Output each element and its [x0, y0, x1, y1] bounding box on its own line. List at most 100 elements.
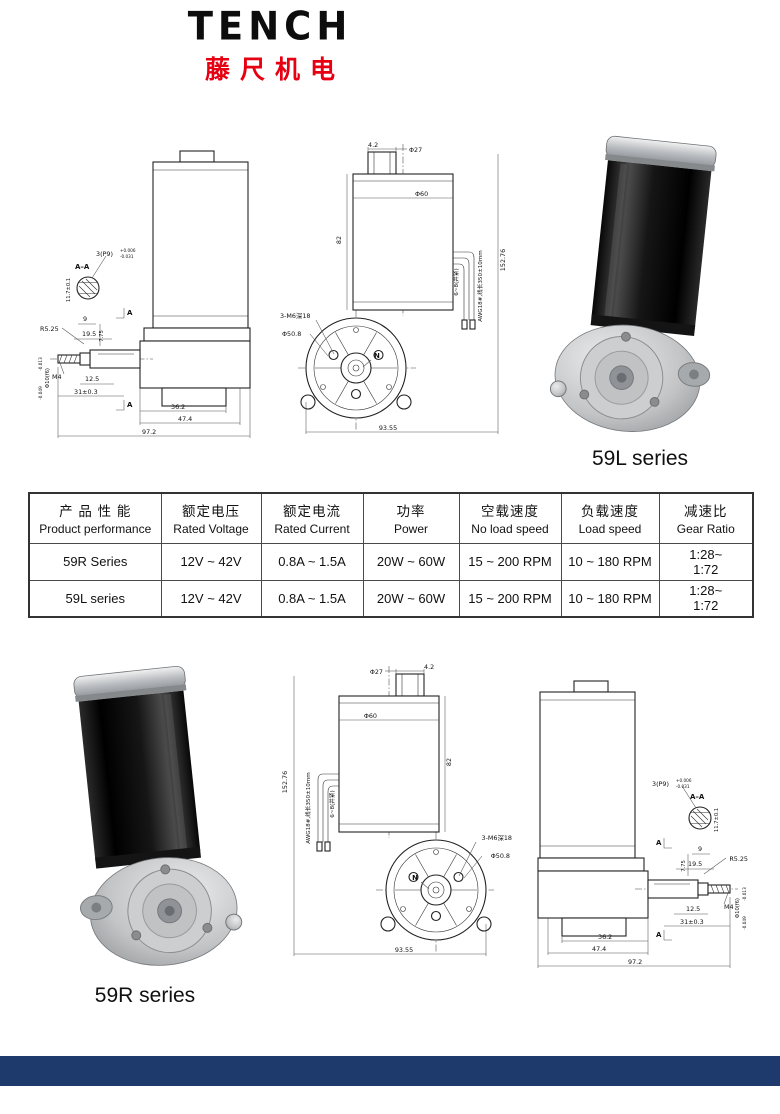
dim-phi50-8: Φ50.8: [282, 330, 301, 338]
dim-19-5: 19.5: [688, 860, 702, 868]
cell-power: 20W ~ 60W: [362, 542, 460, 581]
cell-series: 59R Series: [28, 542, 162, 581]
drawing-59l-front-view: 4.2 Φ27 Φ60 82 6~8(并紧) AWG18#,线长350±10mm…: [280, 141, 507, 434]
wire-bundle-note: 6~8(并紧): [328, 790, 336, 817]
drawing-59r-side-view: A–A 3(P9) +0.006 -0.031 11.7±0.1 9 R5.25…: [537, 680, 748, 968]
dim-19-5: 19.5: [82, 330, 96, 338]
dim-9: 9: [698, 845, 702, 853]
dim-9: 9: [83, 315, 87, 323]
dim-m4: M4: [724, 903, 734, 911]
dim-pin-tol-lower: -0.031: [120, 254, 134, 259]
dim-r5-25: R5.25: [729, 855, 748, 863]
motor-photo-group: [549, 135, 717, 432]
dim-36-2: 36.2: [598, 933, 612, 941]
dim-shaft-tol-upper: -0.013: [38, 357, 43, 371]
cell-gear-ratio: 1:28~ 1:72: [658, 542, 754, 581]
dim-m6-holes: 3-M6深18: [482, 833, 512, 842]
dimension-lines: [293, 669, 487, 956]
brand-logo: TENCH 藤尺机电: [110, 3, 430, 86]
gearbox-face: [300, 317, 412, 419]
photo-59l-motor: [549, 135, 717, 432]
dim-152-76: 152.76: [499, 249, 507, 271]
dim-shaft-tol-lower: -0.049: [38, 386, 43, 400]
cell-voltage: 12V ~ 42V: [160, 579, 262, 618]
wires: [316, 773, 339, 852]
wire-spec-note: AWG18#,线长350±10mm: [476, 250, 484, 322]
dim-shaft-tol-lower: -0.049: [742, 916, 747, 930]
dim-m4: M4: [52, 373, 62, 381]
brand-name-chinese: 藤尺机电: [204, 55, 345, 84]
dim-12-5: 12.5: [686, 905, 700, 913]
dim-31: 31±0.3: [680, 918, 704, 926]
cell-gear-ratio: 1:28~ 1:72: [658, 579, 754, 618]
gearbox-face: [380, 839, 492, 941]
dim-152-76: 152.76: [281, 771, 289, 793]
motor-outline: [139, 150, 251, 407]
cell-no-load-speed: 15 ~ 200 RPM: [458, 542, 562, 581]
cell-current: 0.8A ~ 1.5A: [260, 579, 364, 618]
dim-82: 82: [445, 758, 453, 766]
dim-pin-tol-lower: -0.031: [676, 784, 690, 789]
motor-outline: [338, 673, 440, 833]
dim-r5-25: R5.25: [40, 325, 59, 333]
section-arrow-a-top: A: [127, 309, 133, 317]
dim-pin: 3(P9): [96, 250, 113, 258]
table-row-59l: 59L series 12V ~ 42V 0.8A ~ 1.5A 20W ~ 6…: [28, 579, 754, 618]
drawing-59r-front-view: 4.2 Φ27 Φ60 82 6~8(并紧) AWG18#,线长350±10mm…: [281, 663, 512, 956]
cell-load-speed: 10 ~ 180 RPM: [560, 579, 660, 618]
cell-no-load-speed: 15 ~ 200 RPM: [458, 579, 562, 618]
cell-power: 20W ~ 60W: [362, 579, 460, 618]
dim-4-2: 4.2: [424, 663, 434, 671]
section-arrow-a-bottom: A: [656, 931, 662, 939]
section-arrow-a-top: A: [656, 839, 662, 847]
dim-phi27: Φ27: [370, 668, 383, 676]
dim-11-7: 11.7±0.1: [66, 278, 72, 302]
dim-93-55: 93.55: [395, 946, 413, 954]
dim-47-4: 47.4: [178, 415, 192, 423]
dim-pin-tol-upper: +0.006: [676, 778, 692, 783]
section-arrow-a-bottom: A: [127, 401, 133, 409]
wires: [453, 251, 476, 330]
section-a-a-detail: [76, 255, 107, 300]
dim-section-label: A–A: [690, 793, 705, 801]
dim-93-55: 93.55: [379, 424, 397, 432]
output-shaft: [635, 879, 738, 899]
cell-voltage: 12V ~ 42V: [160, 542, 262, 581]
cell-load-speed: 10 ~ 180 RPM: [560, 542, 660, 581]
dim-12-5: 12.5: [85, 375, 99, 383]
motor-outline: [352, 151, 454, 311]
dim-11-7: 11.7±0.1: [714, 808, 720, 832]
section-a-a-detail: [681, 785, 712, 830]
dim-shaft: Φ10(f6): [735, 898, 741, 918]
cell-current: 0.8A ~ 1.5A: [260, 542, 364, 581]
dim-pin: 3(P9): [652, 780, 669, 788]
dim-phi50-8: Φ50.8: [491, 852, 510, 860]
series-59r-label: 59R series: [94, 984, 196, 1007]
wire-spec-note: AWG18#,线长350±10mm: [304, 772, 312, 844]
dim-97-2: 97.2: [142, 428, 156, 436]
dim-31: 31±0.3: [74, 388, 98, 396]
photo-59r-motor: [73, 665, 243, 966]
dim-phi60: Φ60: [364, 712, 377, 720]
dim-36-2: 36.2: [171, 403, 185, 411]
table-row-59r: 59R Series 12V ~ 42V 0.8A ~ 1.5A 20W ~ 6…: [28, 542, 754, 581]
n-mark: N: [412, 874, 418, 882]
dim-47-4: 47.4: [592, 945, 606, 953]
motor-photo-group: [73, 665, 243, 966]
mirror-group: [73, 665, 243, 966]
output-shaft: [50, 349, 153, 369]
footer-color-bar: [0, 1056, 780, 1086]
dimension-lines: [57, 308, 251, 438]
dim-4-2: 4.2: [368, 141, 378, 149]
dim-section-label: A–A: [75, 263, 90, 271]
brand-name: TENCH: [187, 3, 353, 50]
series-59l-label: 59L series: [591, 447, 689, 470]
